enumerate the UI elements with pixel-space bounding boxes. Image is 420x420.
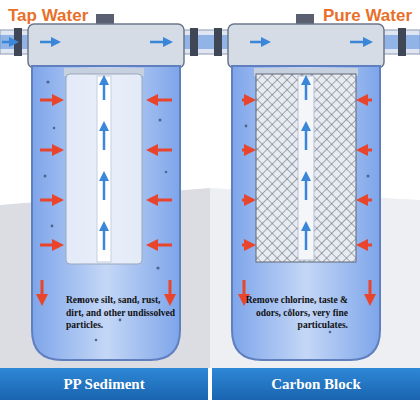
pipe-fitting bbox=[190, 28, 198, 56]
particle bbox=[95, 339, 98, 342]
flow-arrow bbox=[350, 41, 368, 44]
flow-arrows bbox=[2, 42, 368, 250]
pipe-fitting bbox=[398, 28, 406, 56]
particle bbox=[46, 80, 49, 83]
flow-arrow bbox=[103, 126, 106, 150]
particle bbox=[44, 175, 47, 178]
inflow-arrow bbox=[362, 99, 372, 102]
inflow-arrow bbox=[40, 199, 58, 202]
inflow-arrow bbox=[152, 99, 172, 102]
flow-arrow bbox=[103, 80, 106, 100]
inflow-arrows bbox=[40, 100, 372, 300]
particle bbox=[119, 319, 122, 322]
inflow-arrow bbox=[152, 149, 172, 152]
cartridge-core bbox=[97, 76, 111, 262]
filter-description: Remove chlorine, taste & odors, colors, … bbox=[236, 294, 348, 332]
flow-arrow bbox=[103, 176, 106, 200]
flow-arrow bbox=[305, 176, 308, 200]
particle bbox=[156, 266, 159, 269]
filter-bowl bbox=[232, 66, 380, 360]
pipe-fitting bbox=[14, 28, 22, 56]
filter-head bbox=[228, 24, 384, 68]
filter-band: PP Sediment bbox=[0, 368, 208, 400]
flow-label: Tap Water bbox=[8, 6, 138, 26]
inflow-arrow bbox=[242, 244, 250, 247]
flow-arrow bbox=[2, 41, 14, 44]
inflow-arrow bbox=[242, 149, 250, 152]
flow-label: Pure Water bbox=[282, 6, 412, 26]
cartridge-core bbox=[298, 76, 314, 260]
flow-arrow bbox=[40, 41, 56, 44]
inflow-arrow bbox=[242, 99, 250, 102]
filter-bowl bbox=[32, 66, 180, 360]
inflow-arrow bbox=[362, 244, 372, 247]
inflow-arrow bbox=[41, 280, 44, 300]
pipe-fitting bbox=[214, 28, 222, 56]
flow-arrow bbox=[103, 226, 106, 250]
band-title: Carbon Block bbox=[271, 376, 361, 393]
inflow-arrow bbox=[242, 199, 250, 202]
particle bbox=[329, 331, 332, 334]
particles bbox=[44, 80, 370, 341]
sediment-cartridge bbox=[66, 74, 142, 264]
flow-arrow bbox=[305, 226, 308, 250]
inflow-arrow bbox=[169, 280, 172, 300]
filter-band: Carbon Block bbox=[212, 368, 420, 400]
inflow-arrow bbox=[362, 199, 372, 202]
filter-description: Remove silt, sand, rust, dirt, and other… bbox=[66, 294, 178, 332]
filter-head bbox=[28, 24, 184, 68]
inflow-arrow bbox=[362, 149, 372, 152]
inflow-arrow bbox=[369, 280, 372, 300]
inflow-arrow bbox=[152, 244, 172, 247]
particle bbox=[245, 125, 248, 128]
inflow-arrow bbox=[152, 199, 172, 202]
particle bbox=[367, 175, 370, 178]
flow-arrow bbox=[150, 41, 168, 44]
inflow-arrow bbox=[40, 99, 58, 102]
inflow-arrow bbox=[243, 280, 246, 300]
carbon-cartridge bbox=[256, 74, 356, 262]
band-title: PP Sediment bbox=[63, 376, 144, 393]
particle bbox=[51, 225, 54, 228]
inflow-arrow bbox=[40, 244, 58, 247]
particle bbox=[165, 171, 168, 174]
flow-arrow bbox=[305, 126, 308, 150]
particle bbox=[159, 119, 162, 122]
flow-arrow bbox=[250, 41, 266, 44]
flow-arrow bbox=[305, 80, 308, 100]
particle bbox=[53, 127, 56, 130]
inflow-arrow bbox=[40, 149, 58, 152]
